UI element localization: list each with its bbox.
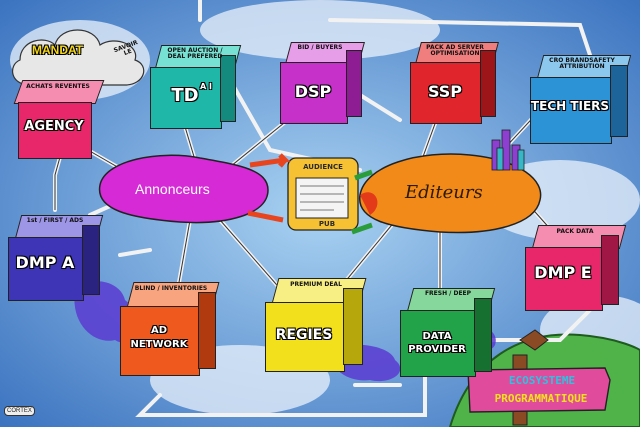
agency-side-label: ACHATS REVENTES — [26, 83, 90, 90]
dmp-e-node: PACK DATA DMP E — [525, 225, 627, 311]
agency-label: AGENCY — [24, 119, 84, 134]
dmp-e-side-label: PACK DATA — [556, 228, 594, 235]
audience-label: AUDIENCE — [303, 163, 343, 171]
tech-tiers-node: CRO BRANDSAFETY ATTRIBUTION TECH TIERS — [530, 55, 632, 145]
data-provider-side-label: FRESH / DEEP — [424, 290, 472, 297]
td-side-label: OPEN AUCTION / DEAL PREFERED — [167, 47, 223, 60]
signature: CORTEX — [4, 406, 35, 416]
dmp-a-label: DMP A — [15, 253, 75, 272]
regies-side-label: PREMIUM DEAL — [290, 281, 342, 288]
ad-network-node: BLIND / INVENTORIES AD NETWORK — [120, 282, 220, 377]
regies-node: PREMIUM DEAL REGIES — [265, 278, 367, 373]
editeurs-label: Editeurs — [405, 182, 483, 203]
td-suffix: A I — [200, 82, 212, 91]
ad-network-side-label: BLIND / INVENTORIES — [134, 285, 208, 292]
data-provider-node: FRESH / DEEP DATA PROVIDER — [400, 288, 496, 378]
dmp-e-label: DMP E — [534, 263, 592, 282]
dsp-side-label: BID / BUYERS — [297, 44, 343, 51]
td-label: TD — [171, 85, 199, 106]
mandat-label: MANDAT — [32, 43, 84, 57]
dmp-a-side-label: 1st / FIRST / ADS — [26, 217, 84, 224]
regies-label: REGIES — [275, 327, 333, 343]
title-line-1: ECOSYSTEME — [508, 374, 576, 387]
dsp-node: BID / BUYERS DSP — [280, 42, 365, 124]
pub-label: PUB — [318, 220, 336, 228]
tech-tiers-label: TECH TIERS — [530, 99, 610, 113]
ssp-side-label: PACK AD SERVER OPTIMISATION — [426, 44, 484, 57]
data-provider-label: DATA PROVIDER — [408, 331, 466, 355]
ad-network-label: AD NETWORK — [130, 325, 188, 350]
dmp-a-node: 1st / FIRST / ADS DMP A — [8, 215, 104, 301]
ssp-node: PACK AD SERVER OPTIMISATION SSP — [410, 42, 499, 124]
title-line-2: PROGRAMMATIQUE — [494, 392, 588, 405]
tech-tiers-side-label: CRO BRANDSAFETY ATTRIBUTION — [549, 57, 615, 70]
agency-node: ACHATS REVENTES AGENCY — [13, 80, 105, 159]
ssp-label: SSP — [427, 82, 463, 101]
annonceurs-label: Annonceurs — [135, 181, 210, 197]
td-node: OPEN AUCTION / DEAL PREFERED TD A I — [150, 45, 242, 129]
dsp-label: DSP — [294, 82, 332, 101]
